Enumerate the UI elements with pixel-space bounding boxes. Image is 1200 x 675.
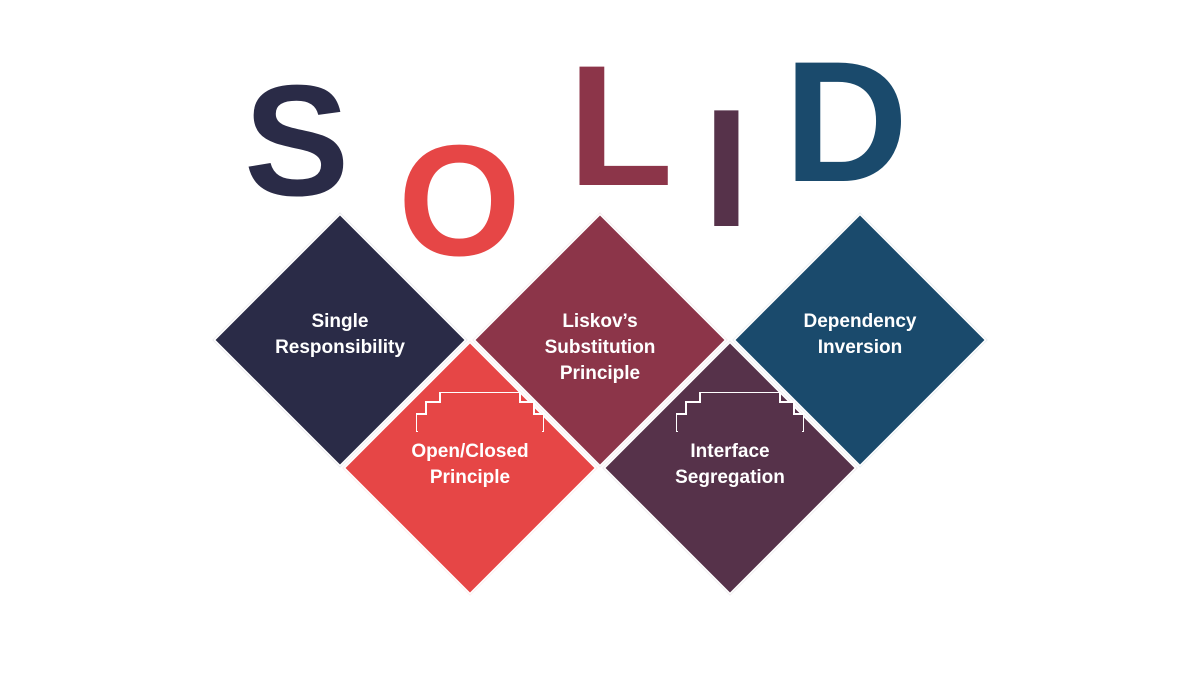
letter-l: L <box>568 30 674 222</box>
interface-segregation-label: Interface Segregation <box>630 439 830 491</box>
liskov-substitution-label: Liskov’s Substitution Principle <box>500 309 700 387</box>
open-closed-line-1: Open/Closed <box>411 441 529 462</box>
liskov-substitution-line-1: Liskov’s <box>562 311 638 332</box>
dependency-inversion-line-2: Inversion <box>817 337 903 358</box>
letter-i: I <box>703 74 750 262</box>
single-responsibility-line-2: Responsibility <box>275 337 405 358</box>
interface-segregation-line-2: Segregation <box>675 467 785 488</box>
open-closed-line-2: Principle <box>429 467 511 488</box>
letter-o: O <box>398 113 521 289</box>
letter-d: D <box>784 26 909 218</box>
liskov-substitution-line-2: Substitution <box>544 337 656 358</box>
liskov-substitution-line-3: Principle <box>559 363 641 384</box>
open-closed-puzzle-tab <box>415 391 545 434</box>
open-closed-label: Open/Closed Principle <box>370 439 570 491</box>
interface-segregation-line-1: Interface <box>690 441 770 462</box>
single-responsibility-label: Single Responsibility <box>240 309 440 361</box>
single-responsibility-line-1: Single <box>311 311 369 332</box>
interface-segregation-puzzle-tab <box>675 391 805 434</box>
letter-s: S <box>244 53 350 229</box>
dependency-inversion-label: Dependency Inversion <box>760 309 960 361</box>
dependency-inversion-line-1: Dependency <box>803 311 917 332</box>
